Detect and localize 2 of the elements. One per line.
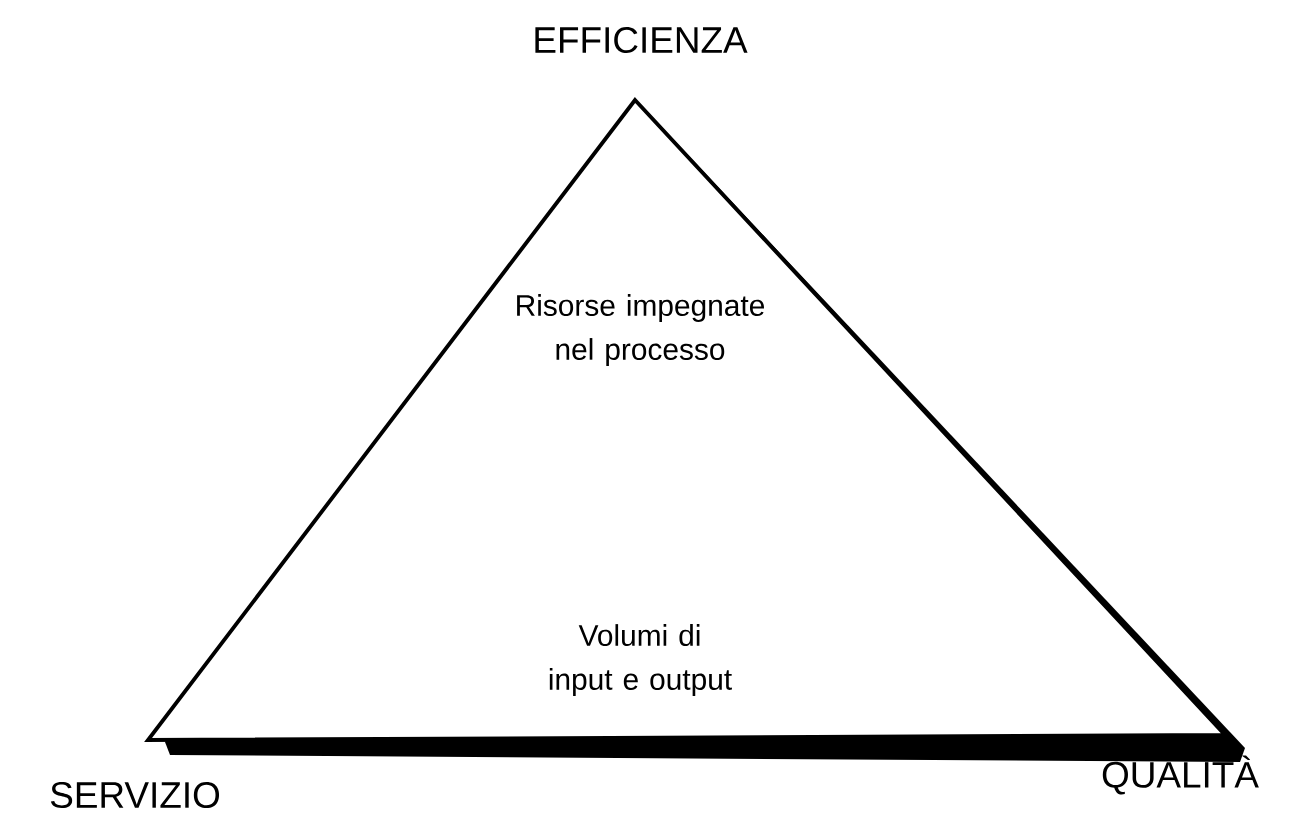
corner-label: SERVIZIO xyxy=(50,781,220,809)
corner-label: EFFICIENZA xyxy=(535,26,748,54)
